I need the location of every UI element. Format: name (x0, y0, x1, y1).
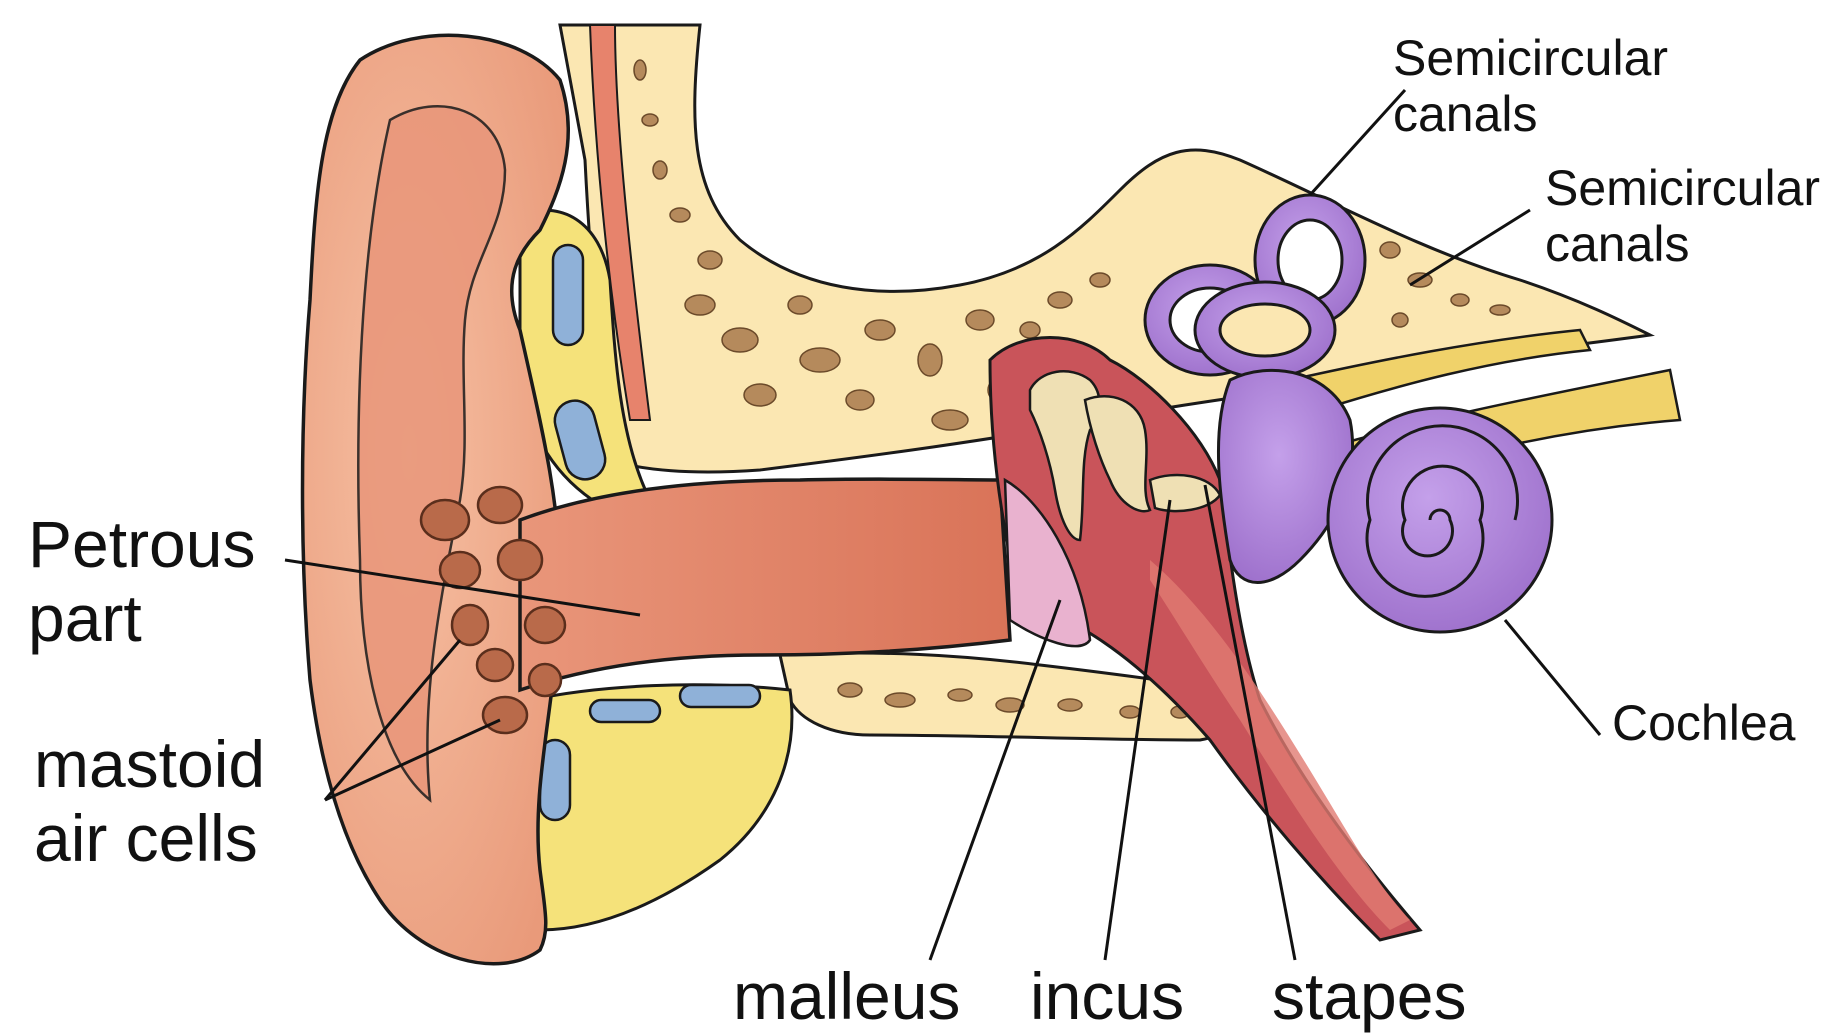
label-mastoid-line1: mastoid (34, 728, 265, 802)
label-cochlea: Cochlea (1612, 695, 1795, 751)
label-semicircular-canals-top: Semicircular canals (1393, 30, 1668, 142)
label-malleus: malleus (733, 960, 960, 1034)
label-petrous-part: Petrous part (28, 508, 255, 656)
label-semicircular-canals-right: Semicircular canals (1545, 160, 1820, 272)
label-semicircular-right-line1: Semicircular (1545, 160, 1820, 216)
label-stapes: stapes (1272, 960, 1466, 1034)
label-petrous-line1: Petrous (28, 508, 255, 582)
label-mastoid-line2: air cells (34, 802, 265, 876)
label-petrous-line2: part (28, 582, 255, 656)
label-semicircular-top-line2: canals (1393, 86, 1668, 142)
cochlea (1328, 408, 1552, 632)
label-incus: incus (1030, 960, 1184, 1034)
label-semicircular-right-line2: canals (1545, 216, 1820, 272)
label-semicircular-top-line1: Semicircular (1393, 30, 1668, 86)
label-mastoid-air-cells: mastoid air cells (34, 728, 265, 876)
